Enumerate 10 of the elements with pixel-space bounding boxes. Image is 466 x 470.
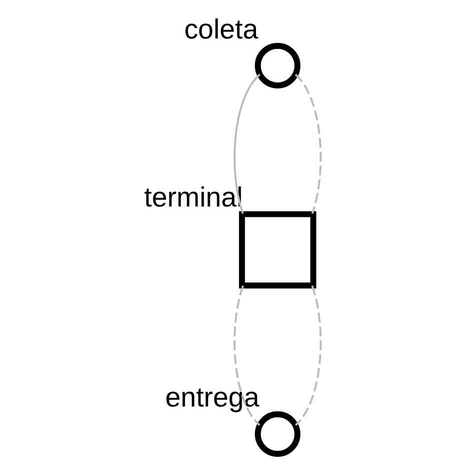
connector — [234, 74, 261, 214]
node-label: coleta — [184, 13, 258, 44]
node-box — [239, 211, 316, 288]
connector — [234, 285, 260, 426]
node-label: entrega — [165, 382, 260, 413]
node-circle — [254, 411, 300, 457]
node-label: terminal — [144, 182, 243, 213]
connector — [294, 74, 322, 214]
connector — [294, 285, 322, 426]
node-circle — [254, 42, 300, 88]
